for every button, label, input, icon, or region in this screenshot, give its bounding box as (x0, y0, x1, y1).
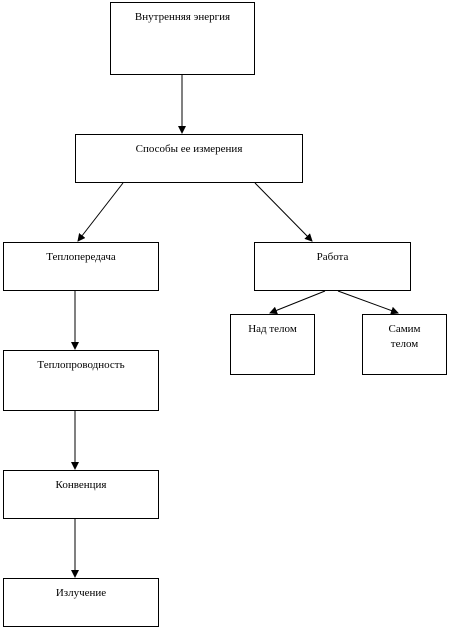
node-by-body: Самим телом (362, 314, 447, 375)
node-conduction-label: Теплопроводность (37, 359, 125, 371)
node-by-body-label: Самим телом (388, 323, 421, 350)
node-heat-transfer-label: Теплопередача (46, 251, 116, 263)
node-radiation-label: Излучение (55, 587, 107, 599)
arrow-ways-to-heat-transfer (77, 182, 124, 242)
arrow-work-to-on-body (269, 290, 326, 315)
node-work: Работа (254, 242, 411, 291)
node-internal-energy: Внутренняя энергия (110, 2, 255, 75)
node-heat-transfer: Теплопередача (3, 242, 159, 291)
node-on-body: Над телом (230, 314, 315, 375)
arrow-work-to-by-body (337, 290, 399, 315)
node-conduction: Теплопроводность (3, 350, 159, 411)
node-ways-to-change-label: Способы ее измерения (135, 143, 243, 155)
node-convection: Конвенция (3, 470, 159, 519)
node-work-label: Работа (316, 251, 349, 263)
node-ways-to-change: Способы ее измерения (75, 134, 303, 183)
node-on-body-label: Над телом (248, 323, 297, 335)
node-convection-label: Конвенция (55, 479, 107, 491)
arrow-ways-to-work (254, 182, 313, 242)
node-radiation: Излучение (3, 578, 159, 627)
node-internal-energy-label: Внутренняя энергия (134, 11, 231, 23)
